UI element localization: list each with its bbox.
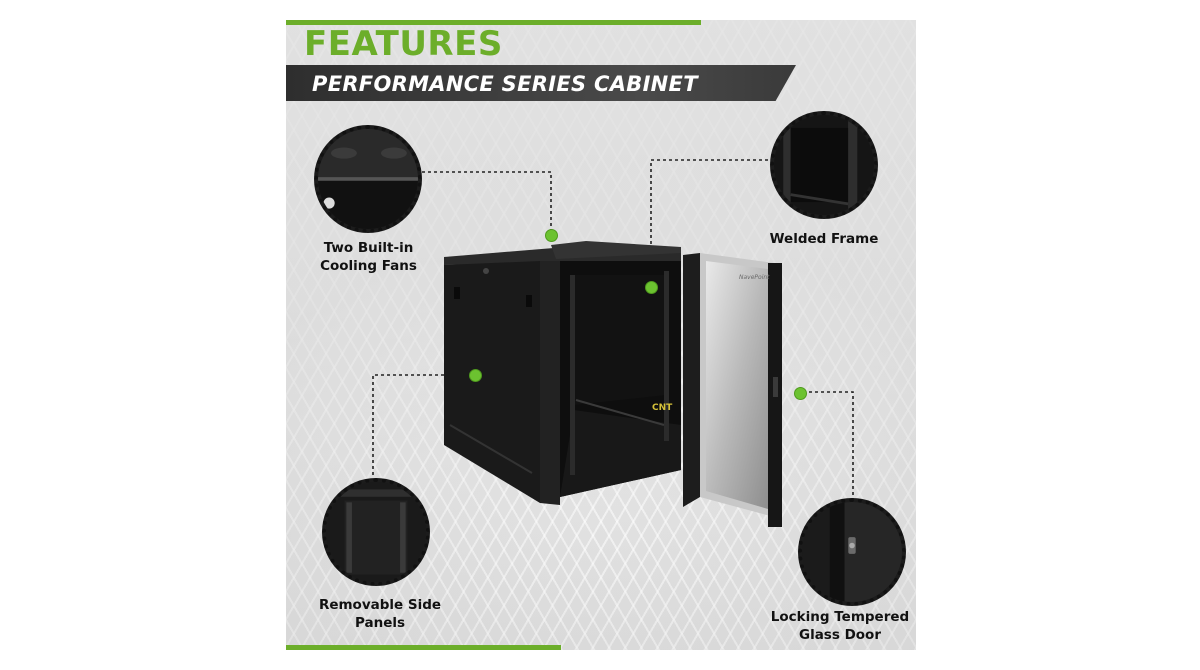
door-tag: CNT: [652, 403, 673, 413]
subtitle-band: [286, 65, 796, 101]
cooling-fans-closeup: [314, 125, 422, 233]
feature-label-frame-line1: Welded Frame: [769, 231, 879, 247]
callout-dot-frame: [645, 281, 658, 294]
subtitle-text: PERFORMANCE SERIES CABINET: [312, 72, 698, 96]
feature-card: FEATURES PERFORMANCE SERIES CABINET: [286, 20, 916, 650]
feature-label-side-panels-line2: Panels: [354, 615, 406, 631]
feature-label-door-line1: Locking Tempered: [770, 609, 910, 625]
callout-dot-fans: [545, 229, 558, 242]
cooling-fan-icon: [318, 129, 418, 229]
feature-label-fans-line2: Cooling Fans: [320, 258, 417, 274]
brand-mark: NavePoint: [739, 274, 770, 281]
accent-bar-bottom: [286, 645, 561, 650]
callout-leader-lines: [372, 159, 854, 510]
callout-dot-door: [794, 387, 807, 400]
feature-label-fans: Two Built-in Cooling Fans: [286, 239, 451, 275]
feature-label-fans-line1: Two Built-in: [323, 240, 414, 256]
welded-frame-icon: [774, 115, 874, 215]
side-panel-closeup: [322, 478, 430, 586]
welded-frame-closeup: [770, 111, 878, 219]
cabinet-image: [444, 241, 782, 527]
side-panel-icon: [326, 482, 426, 582]
accent-bar-top: [286, 20, 701, 25]
feature-label-frame: Welded Frame: [756, 230, 892, 248]
door-lock-closeup: [798, 498, 906, 606]
feature-label-door: Locking Tempered Glass Door: [770, 608, 910, 644]
door-lock-icon: [802, 502, 902, 602]
callout-dot-side-panels: [469, 369, 482, 382]
feature-label-side-panels-line1: Removable Side: [318, 597, 442, 613]
features-title: FEATURES: [304, 24, 503, 64]
feature-label-door-line2: Glass Door: [798, 627, 881, 643]
feature-label-side-panels: Removable Side Panels: [296, 596, 464, 632]
